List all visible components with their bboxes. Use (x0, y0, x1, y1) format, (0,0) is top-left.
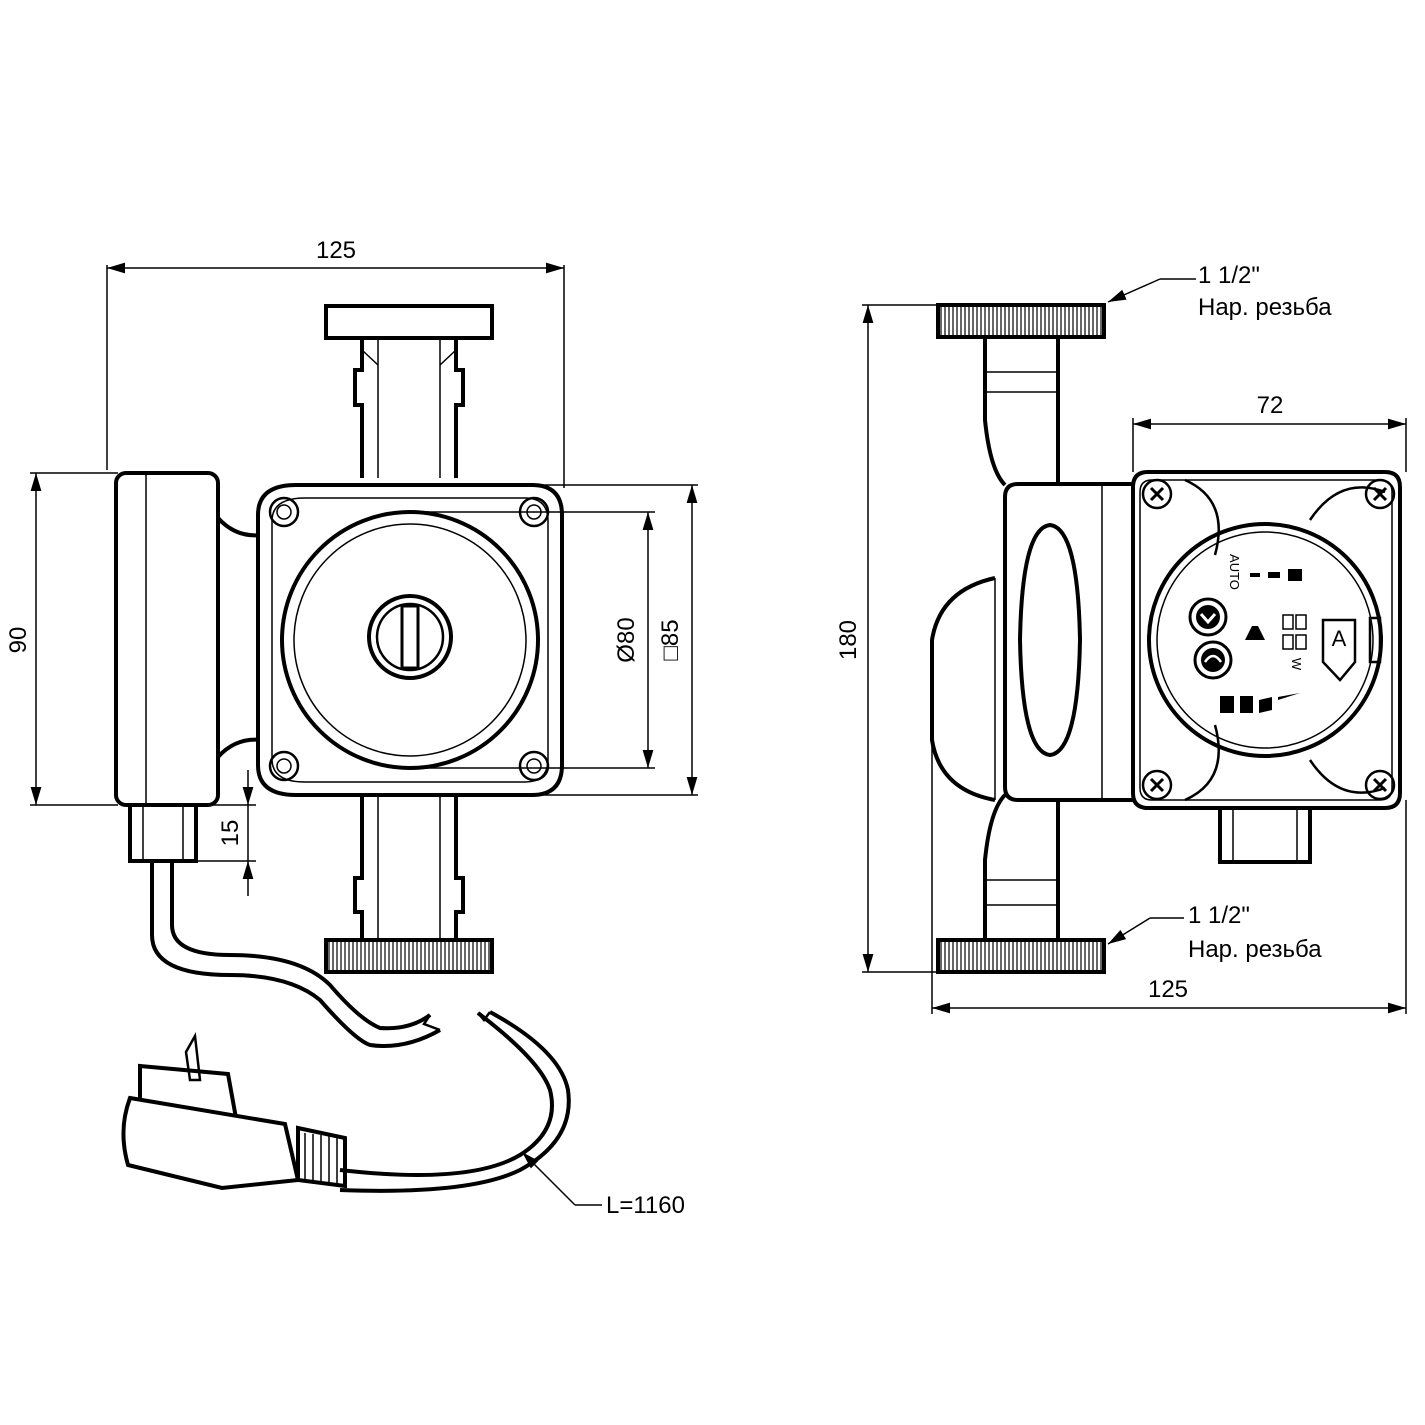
rotor-diameter-label: Ø80 (613, 617, 640, 662)
top-thread-size: 1 1/2" (1198, 262, 1260, 289)
screw-icon (1364, 478, 1396, 510)
pump-speed-icon (1245, 622, 1265, 640)
top-thread-type: Нар. резьба (1198, 294, 1332, 321)
dimension-side-height: 180 (835, 304, 938, 973)
front-view: 125 90 Ø80 □85 (5, 237, 698, 1219)
side-pipe-body (930, 337, 1060, 940)
top-threaded-connection (324, 304, 494, 478)
side-connector (1218, 806, 1312, 864)
dimension-side-width: 125 (931, 740, 1407, 1014)
dimension-flange-square: □85 (540, 484, 698, 796)
side-bottom-thread (938, 940, 1104, 972)
control-head: AUTO (1131, 470, 1402, 864)
speed-level-indicator (1220, 693, 1300, 713)
bottom-thread-type: Нар. резьба (1188, 936, 1322, 963)
side-height-label: 180 (835, 620, 862, 660)
motor-housing (114, 471, 264, 863)
impeller-icon (1203, 654, 1223, 663)
dimension-rotor-diameter: Ø80 (410, 511, 655, 769)
bottom-thread-size: 1 1/2" (1188, 902, 1250, 929)
side-top-thread (938, 305, 1104, 337)
connector-label: 15 (217, 820, 244, 847)
top-thread-callout: 1 1/2" Нар. резьба (1107, 262, 1332, 321)
auto-mode-label: AUTO (1227, 554, 1242, 590)
dimension-height: 90 (5, 472, 118, 806)
dimension-connector: 15 (196, 770, 256, 896)
bottom-threaded-connection (324, 795, 494, 974)
screw-icon (1364, 769, 1396, 801)
power-cable (150, 861, 571, 1193)
power-digit-display (1282, 614, 1307, 650)
front-height-label: 90 (5, 627, 32, 654)
auto-indicator-bar (1268, 572, 1280, 578)
energy-class-badge: A (1321, 618, 1357, 682)
side-view: AUTO (835, 262, 1407, 1014)
dimension-width: 125 (106, 237, 565, 488)
bottom-thread-callout: 1 1/2" Нар. резьба (1107, 902, 1322, 963)
energy-class-label: A (1332, 626, 1347, 651)
power-plug (121, 1032, 347, 1191)
front-width-label: 125 (316, 237, 356, 264)
head-width-label: 72 (1257, 392, 1284, 419)
heart-icon (1199, 613, 1217, 625)
auto-indicator-bar (1288, 569, 1302, 581)
side-motor-body (1003, 482, 1137, 802)
cable-length-label: L=1160 (606, 1192, 685, 1219)
screw-icon (1141, 769, 1173, 801)
heart-mode-button[interactable] (1188, 597, 1228, 637)
screw-icon (1141, 478, 1173, 510)
auto-indicator-bar (1250, 573, 1260, 577)
power-unit-label: W (1289, 658, 1304, 671)
dimension-head-width: 72 (1132, 392, 1407, 472)
mode-select-button[interactable] (1193, 640, 1233, 680)
flange-square-label: □85 (657, 619, 684, 660)
pump-head (256, 483, 564, 797)
cable-length-callout: L=1160 (521, 1151, 685, 1219)
side-width-label: 125 (1148, 976, 1188, 1003)
